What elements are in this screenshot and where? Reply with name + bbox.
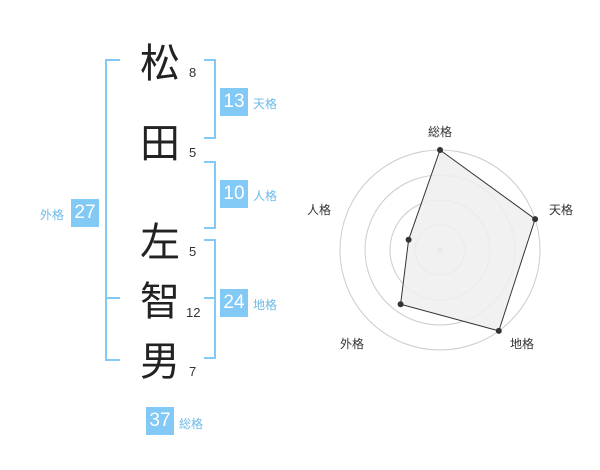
radar-point-5 xyxy=(405,236,412,243)
gaikaku-label: 外格 xyxy=(40,208,65,222)
radar-axis-label-jinkaku: 人格 xyxy=(307,203,332,217)
name-char-3: 左 xyxy=(140,220,180,266)
radar-point-4 xyxy=(397,301,404,308)
tenkaku-label: 天格 xyxy=(253,97,278,111)
soukaku-badge: 37 xyxy=(146,407,174,435)
jinkaku-label: 人格 xyxy=(253,189,278,203)
gaikaku-bracket xyxy=(105,59,120,361)
radar-axis-label-chikaku: 地格 xyxy=(510,337,535,351)
chikaku-label: 地格 xyxy=(253,298,278,312)
name-char-5: 男 xyxy=(140,339,180,385)
jinkaku-badge: 10 xyxy=(220,180,248,208)
stroke-count-5: 7 xyxy=(189,364,197,379)
radar-axis-label-gaikaku: 外格 xyxy=(340,337,365,351)
name-char-2: 田 xyxy=(140,121,180,167)
jinkaku-bracket xyxy=(204,161,216,229)
stroke-count-1: 8 xyxy=(189,65,197,80)
radar-polygon xyxy=(400,149,536,332)
tenkaku-bracket xyxy=(204,59,216,139)
soukaku-label: 総格 xyxy=(179,417,204,431)
tenkaku-badge: 13 xyxy=(220,88,248,116)
radar-point-2 xyxy=(532,216,539,223)
radar-axis-label-soukaku: 総格 xyxy=(428,125,453,139)
radar-point-3 xyxy=(495,327,502,334)
radar-point-1 xyxy=(437,147,443,153)
chikaku-badge: 24 xyxy=(220,289,248,317)
stroke-count-3: 5 xyxy=(189,244,197,259)
name-char-1: 松 xyxy=(140,41,180,87)
radar-chart xyxy=(339,147,541,351)
name-char-4: 智 xyxy=(140,279,180,325)
radar-axis-label-tenkaku: 天格 xyxy=(549,203,574,217)
stroke-count-4: 12 xyxy=(186,305,201,320)
gaikaku-badge: 27 xyxy=(71,199,99,227)
stroke-count-2: 5 xyxy=(189,145,197,160)
